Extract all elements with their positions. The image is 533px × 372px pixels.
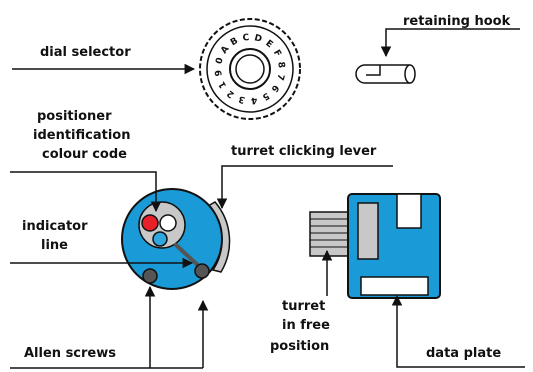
retaining-hook-part xyxy=(355,64,416,84)
positioner-colour-arrow xyxy=(10,171,162,213)
dial-marking: 0 xyxy=(214,57,225,66)
turret-assembly xyxy=(309,193,441,299)
positioner-part xyxy=(121,188,231,290)
indicator-label-line1: indicator xyxy=(22,219,88,234)
dial-marking: E xyxy=(263,39,274,51)
dial-selector-label: dial selector xyxy=(40,45,131,60)
turret-lever-arrow xyxy=(216,165,393,210)
indicator-label-line2: line xyxy=(41,238,68,253)
dial-marking: D xyxy=(253,33,263,45)
retaining-hook-arrow xyxy=(380,28,520,58)
dial-marking: C xyxy=(242,33,250,44)
data-plate-label: data plate xyxy=(426,346,501,361)
dial-marking: 2 xyxy=(226,88,237,100)
data-plate xyxy=(360,276,429,296)
data-plate-arrow xyxy=(391,294,525,368)
turret-slot-left xyxy=(357,202,379,260)
positioner-label-line3: colour code xyxy=(42,147,127,162)
positioner-label-line1: positioner xyxy=(37,109,112,124)
dial-marking: A xyxy=(219,44,231,56)
dial-marking: F xyxy=(271,48,283,58)
dial-marking: 7 xyxy=(274,73,285,82)
dial-marking: 1 xyxy=(217,79,229,89)
turret-label-line2: in free xyxy=(282,318,330,333)
dial-marking: B xyxy=(229,36,240,48)
dial-marking: 9 xyxy=(214,69,225,77)
dial-marking: 6 xyxy=(269,82,281,93)
colour-code-blue xyxy=(152,231,168,247)
dial-marking: 4 xyxy=(250,94,258,105)
dial-marking: 8 xyxy=(275,61,286,69)
turret-label-line1: turret xyxy=(282,299,325,314)
positioner-label-line2: identification xyxy=(33,128,130,143)
dial-marking: 5 xyxy=(260,90,270,102)
allen-screw-left xyxy=(142,268,158,284)
colour-code-red xyxy=(141,214,159,232)
retaining-hook-label: retaining hook xyxy=(403,14,511,29)
colour-code-white xyxy=(159,214,177,232)
dial-marking: 3 xyxy=(238,93,247,104)
dial-center-ring xyxy=(235,54,265,84)
turret-lever-label: turret clicking lever xyxy=(231,144,377,159)
turret-slot-right xyxy=(396,193,422,229)
allen-screw-right xyxy=(194,263,210,279)
allen-screws-label: Allen screws xyxy=(24,346,116,361)
turret-label-line3: position xyxy=(270,339,329,354)
